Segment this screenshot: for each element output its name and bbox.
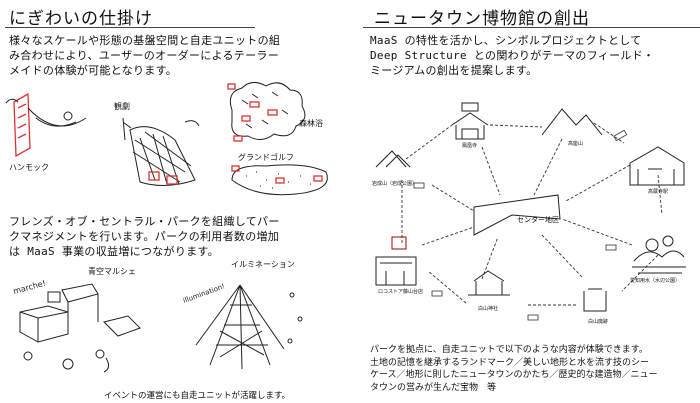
node-label-kozoji-station: 高蔵寺駅 — [648, 189, 669, 195]
right-intro-line: ミージアムの創出を提案します。 — [370, 64, 538, 77]
node-label-hakusan-shrine: 白山神社 — [478, 306, 499, 312]
hammock-label: ハンモック — [9, 163, 49, 172]
node-label-aichi-canal: 愛知用水（水辺公園） — [630, 278, 681, 284]
illumination-sign-text: illumination! — [182, 282, 226, 305]
experience-line: 土地の記憶を継承するランドマーク／美しい地形と水を流す技のシー — [370, 357, 650, 368]
right-intro: MaaS の特性を活かし、シンボルプロジェクトとして Deep Structur… — [370, 33, 654, 78]
park-management-line: フレンズ・オブ・セントラル・パークを組織してパー — [9, 215, 280, 228]
golf-label: グランドゴルフ — [238, 153, 294, 162]
node-iwanari-mountain-sketch — [375, 150, 411, 168]
marche-label: 青空マルシェ — [88, 267, 136, 276]
hammock-illustration — [5, 92, 87, 158]
node-hakusan-site-sketch — [583, 288, 607, 312]
left-intro-line: み合わせにより、ユーザーのオーダーによるテーラー — [9, 49, 279, 62]
experience-line: タウンの営みが生んだ宝物 等 — [370, 382, 497, 393]
node-locostore-sketch — [375, 236, 417, 286]
node-label-houou-temple: 鳳凰寺 — [462, 143, 478, 149]
marche-sign-text: marche! — [12, 279, 47, 296]
marche-illustration: marche! — [12, 279, 141, 373]
node-label-locostore: ロコストア藤山台店 — [378, 289, 424, 295]
node-label-koza-mountain: 高座山 — [568, 141, 584, 147]
event-caption: イベントの運営にも自走ユニットが活躍します。 — [104, 391, 291, 401]
museum-network-diagram — [375, 102, 686, 321]
experience-line: パークを拠点に、自走ユニットで以下のような内容が体験できます。 — [370, 345, 648, 355]
right-title: ニュータウン博物館の創出 — [374, 9, 590, 29]
forest-bath-illustration — [227, 82, 306, 142]
right-title-underline — [363, 27, 700, 28]
experience-line: ケース／地形に則したニュータウンのかたち／歴史的な建造物／ニュー — [370, 370, 658, 380]
node-label-iwanari-mountain: 岩成山（岩成公園） — [372, 181, 418, 187]
right-intro-line: Deep Structure との関わりがテーマのフィールド・ — [370, 49, 655, 62]
node-houou-temple-sketch — [451, 102, 489, 140]
node-label-hakusan-site: 白山廃跡 — [588, 319, 609, 325]
viewing-illustration — [122, 117, 200, 186]
illumination-illustration: illumination! — [182, 282, 303, 370]
golf-illustration — [231, 164, 328, 196]
park-management-line: クマネジメントを行います。パークの利用者数の増加 — [9, 230, 280, 243]
viewing-label: 観劇 — [114, 102, 130, 111]
park-management-text: フレンズ・オブ・セントラル・パークを組織してパー クマネジメントを行います。パー… — [9, 214, 280, 259]
right-intro-line: MaaS の特性を活かし、シンボルプロジェクトとして — [370, 34, 642, 47]
illumination-label: イルミネーション — [231, 260, 295, 269]
center-district-label: センター地区 — [517, 216, 559, 224]
node-kozoji-station-sketch — [629, 146, 685, 186]
node-hakusan-shrine-sketch — [468, 270, 510, 296]
left-intro: 様々なスケールや形態の基盤空間と自走ユニットの組 み合わせにより、ユーザーのオー… — [9, 33, 280, 78]
park-management-line: は MaaS 事業の収益増につながります。 — [9, 245, 219, 258]
center-district-shape — [473, 194, 561, 236]
left-intro-line: 様々なスケールや形態の基盤空間と自走ユニットの組 — [9, 34, 281, 47]
left-title: にぎわいの仕掛け — [9, 9, 153, 29]
experience-text: パークを拠点に、自走ユニットで以下のような内容が体験できます。 土地の記憶を継承… — [370, 344, 658, 394]
left-intro-line: メイドの体験が可能となります。 — [9, 64, 178, 77]
node-aichi-canal-sketch — [632, 235, 686, 274]
left-title-underline — [5, 27, 255, 28]
node-koza-mountain-sketch — [541, 108, 603, 136]
forest-bath-label: 森林浴 — [299, 119, 323, 128]
